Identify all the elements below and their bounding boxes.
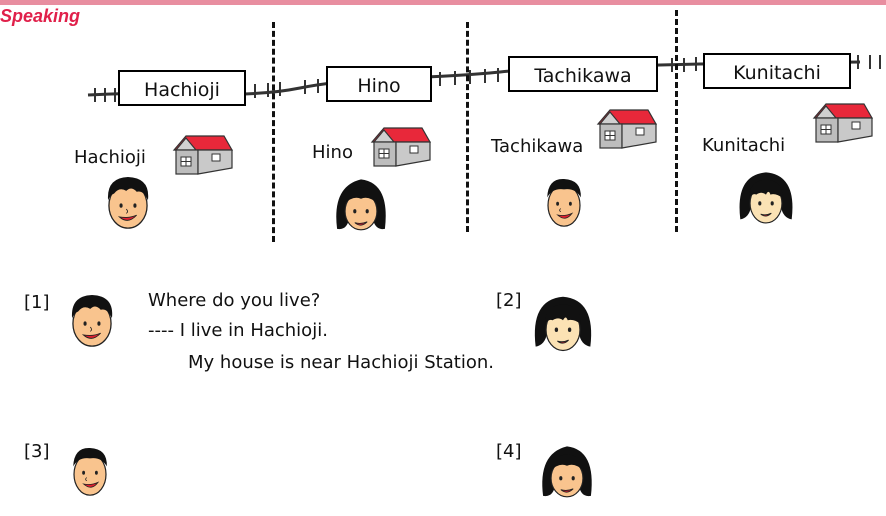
- city-label-kunitachi: Kunitachi: [702, 135, 786, 156]
- girl-face-icon: [534, 296, 592, 352]
- boy-face-icon: [73, 447, 107, 496]
- house-icon: [812, 103, 874, 143]
- boy-face-icon: [107, 177, 149, 229]
- zone-divider: [272, 22, 275, 242]
- station-sign-kunitachi: Kunitachi: [703, 53, 851, 89]
- section-title: Speaking: [0, 6, 81, 26]
- station-sign-hino: Hino: [326, 66, 432, 102]
- zone-divider: [466, 22, 469, 232]
- dialogue-detail: My house is near Hachioji Station.: [188, 352, 494, 373]
- house-icon: [596, 109, 658, 149]
- exercise-label: [4]: [496, 441, 522, 462]
- city-label-hino: Hino: [312, 142, 353, 163]
- city-label-hachioji: Hachioji: [74, 147, 146, 168]
- house-icon: [370, 127, 432, 167]
- girl-face-icon: [542, 446, 592, 498]
- exercise-label: [3]: [24, 441, 50, 462]
- exercise-label: [2]: [496, 290, 522, 311]
- city-label-tachikawa: Tachikawa: [491, 136, 584, 157]
- header-bar: [0, 0, 886, 5]
- station-sign-hachioji: Hachioji: [118, 70, 246, 106]
- exercise-label: [1]: [24, 292, 50, 313]
- zone-divider: [675, 10, 678, 232]
- station-sign-tachikawa: Tachikawa: [508, 56, 658, 92]
- boy-face-icon: [547, 178, 581, 227]
- boy-face-icon: [71, 295, 113, 347]
- dialogue-answer: ---- I live in Hachioji.: [148, 320, 328, 341]
- dialogue-question: Where do you live?: [148, 290, 321, 311]
- girl-face-icon: [739, 172, 793, 224]
- girl-face-icon: [336, 179, 386, 231]
- house-icon: [172, 135, 234, 175]
